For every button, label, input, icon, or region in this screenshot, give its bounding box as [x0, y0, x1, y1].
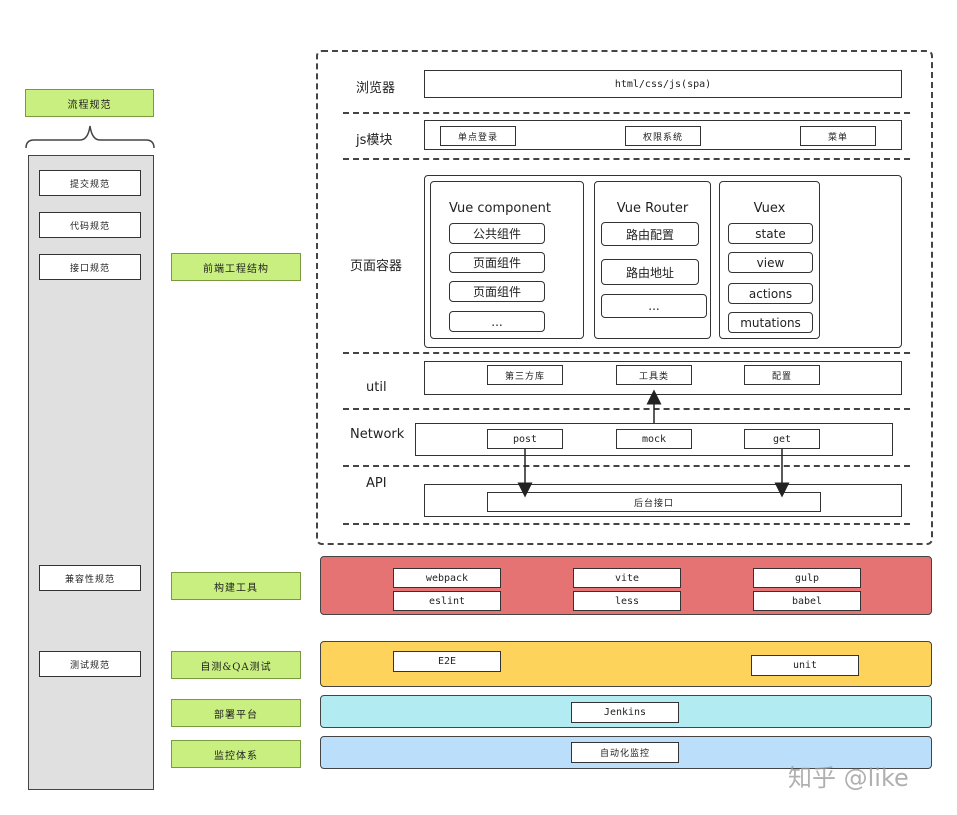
compat-spec: 兼容性规范	[39, 565, 141, 591]
vue-router-title: Vue Router	[616, 200, 689, 216]
test-spec: 测试规范	[39, 651, 141, 677]
auto-monitoring: 自动化监控	[571, 742, 679, 763]
js-row-label: js模块	[356, 133, 393, 148]
separator	[343, 465, 910, 467]
api-spec: 接口规范	[39, 254, 141, 280]
backend-api: 后台接口	[487, 492, 821, 512]
frontend-structure-frame	[316, 50, 933, 545]
vuex-state: state	[728, 223, 813, 244]
separator	[343, 408, 910, 410]
tool-babel: babel	[753, 591, 861, 611]
watermark: 知乎 @like	[788, 764, 909, 792]
menu-module: 菜单	[800, 126, 876, 146]
process-spec-header: 流程规范	[25, 89, 154, 117]
common-component: 公共组件	[449, 223, 545, 244]
api-row-label: API	[366, 476, 387, 491]
frontend-structure-label: 前端工程结构	[171, 253, 301, 281]
util-container	[424, 361, 902, 395]
vuex-view: view	[728, 252, 813, 273]
route-address: 路由地址	[601, 259, 699, 285]
network-row-label: Network	[350, 427, 405, 442]
vue-component-title: Vue component	[449, 200, 551, 216]
separator	[343, 112, 910, 114]
network-post: post	[487, 429, 563, 449]
tool-eslint: eslint	[393, 591, 501, 611]
deploy-jenkins: Jenkins	[571, 702, 679, 723]
network-mock: mock	[616, 429, 692, 449]
page-container	[424, 175, 902, 348]
commit-spec: 提交规范	[39, 170, 141, 196]
route-config: 路由配置	[601, 222, 699, 246]
separator	[343, 352, 910, 354]
vuex-mutations: mutations	[728, 312, 813, 333]
selftest-label: 自测&QA测试	[171, 651, 301, 679]
browser-row-label: 浏览器	[356, 81, 396, 96]
config: 配置	[744, 365, 820, 385]
tool-gulp: gulp	[753, 568, 861, 588]
brace-icon	[25, 125, 155, 149]
tool-vite: vite	[573, 568, 681, 588]
separator	[343, 158, 910, 160]
code-spec: 代码规范	[39, 212, 141, 238]
monitor-band	[320, 736, 932, 769]
more-routes: ...	[601, 294, 707, 318]
browser-stack: html/css/js(spa)	[424, 70, 902, 98]
build-tools-label: 构建工具	[171, 572, 301, 600]
test-e2e: E2E	[393, 651, 501, 672]
separator	[343, 523, 910, 525]
network-container	[415, 423, 893, 456]
utility-classes: 工具类	[616, 365, 692, 385]
more-components: ...	[449, 311, 545, 332]
js-modules-container	[424, 120, 902, 150]
api-container	[424, 484, 902, 517]
util-row-label: util	[366, 380, 387, 395]
container-row-label: 页面容器	[350, 259, 403, 274]
network-get: get	[744, 429, 820, 449]
sso-module: 单点登录	[440, 126, 516, 146]
page-component: 页面组件	[449, 281, 545, 302]
permission-module: 权限系统	[625, 126, 701, 146]
page-component: 页面组件	[449, 252, 545, 273]
third-party-libs: 第三方库	[487, 365, 563, 385]
tool-less: less	[573, 591, 681, 611]
vuex-actions: actions	[728, 283, 813, 304]
monitor-label: 监控体系	[171, 740, 301, 768]
vuex-title: Vuex	[753, 200, 786, 216]
test-unit: unit	[751, 655, 859, 676]
tool-webpack: webpack	[393, 568, 501, 588]
deploy-label: 部署平台	[171, 699, 301, 727]
